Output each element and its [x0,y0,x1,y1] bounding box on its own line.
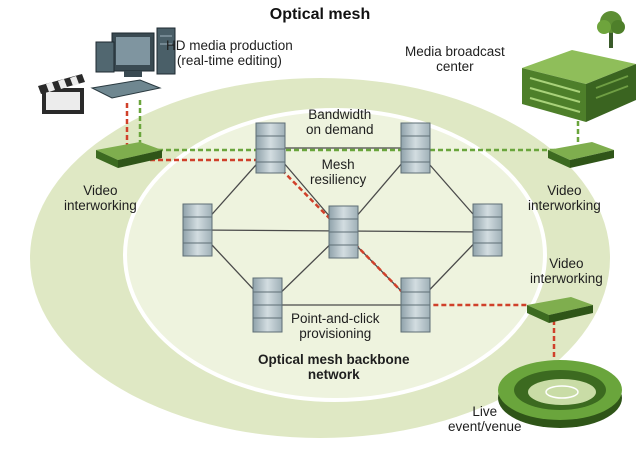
live-event-venue-label: Live event/venue [448,404,522,434]
bandwidth-line2: on demand [306,122,374,137]
clapperboard-icon [38,74,85,114]
diagram-title: Optical mesh [269,6,371,23]
broadcast-line1: Media broadcast [405,44,505,59]
broadcast-center-label: Media broadcast center [405,44,505,74]
broadcast-line2: center [436,59,474,74]
backbone-line1: Optical mesh backbone [258,352,410,367]
mesh-node [472,203,503,257]
video-lower-line2: interworking [530,271,603,286]
video-lower-line1: Video [549,256,584,271]
video-interworking-right-label: Video interworking [528,183,601,213]
workstation-icon [90,27,176,99]
live-line2: event/venue [448,419,522,434]
broadcast-building-icon [522,50,636,122]
hd-media-line2: (real-time editing) [176,53,282,68]
tree-icon [597,11,625,48]
mesh-node [182,203,213,257]
video-interworking-device-lower [527,297,593,323]
video-left-line1: Video [83,183,118,198]
video-interworking-device-left [96,142,162,168]
video-right-line2: interworking [528,198,601,213]
red-service-path [125,103,556,358]
bandwidth-line1: Bandwidth [308,107,372,122]
video-interworking-left-label: Video interworking [64,183,137,213]
hd-media-line1: HD media production [166,38,293,53]
optical-mesh-backbone-label: Optical mesh backbone network [258,352,410,382]
point-and-click-provisioning-label: Point-and-click provisioning [291,311,380,341]
provisioning-line2: provisioning [299,326,372,341]
video-left-line2: interworking [64,198,137,213]
bandwidth-on-demand-label: Bandwidth on demand [306,107,374,137]
video-right-line1: Video [547,183,582,198]
video-interworking-lower-label: Video interworking [530,256,603,286]
mesh-resiliency-label: Mesh resiliency [310,157,366,187]
mesh-line1: Mesh [321,157,355,172]
mesh-node [400,277,431,333]
provisioning-line1: Point-and-click [291,311,380,326]
mesh-node [252,277,283,333]
live-line1: Live [472,404,498,419]
mesh-line2: resiliency [310,172,367,187]
stadium-icon [498,360,622,428]
mesh-node [400,122,431,174]
video-interworking-device-right [548,142,614,168]
mesh-node [255,122,286,174]
hd-media-production-label: HD media production (real-time editing) [166,38,293,68]
mesh-node [328,205,359,259]
backbone-line2: network [307,367,360,382]
